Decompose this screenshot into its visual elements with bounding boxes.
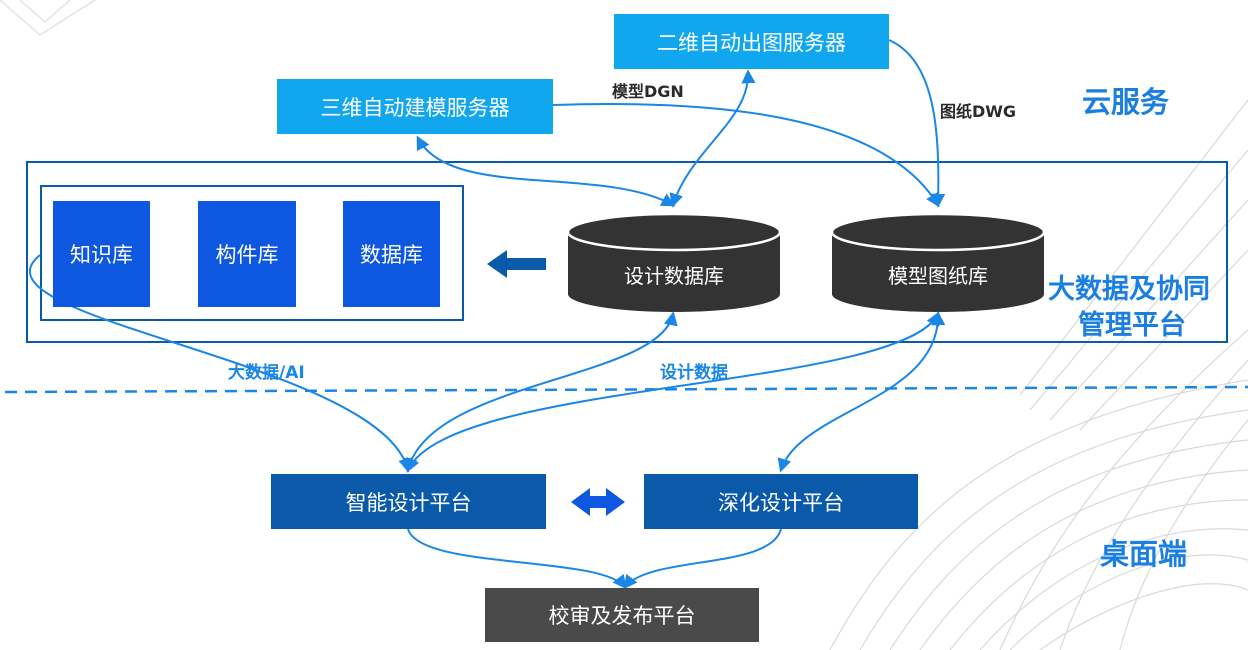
bigdata-platform-label-line2: 管理平台 <box>1078 310 1186 341</box>
review-publish-platform[interactable]: 校审及发布平台 <box>485 588 759 642</box>
bigdata-platform-label-line1: 大数据及协同 <box>1048 274 1210 305</box>
model-database-cylinder <box>830 212 1046 312</box>
desktop-label: 桌面端 <box>1100 537 1188 571</box>
smart-design-platform-label: 智能设计平台 <box>345 490 472 515</box>
knowledge-base-box[interactable]: 知识库 <box>53 201 150 307</box>
dwg-label: 图纸DWG <box>940 102 1017 121</box>
corner-decoration <box>0 0 96 36</box>
model-database-label: 模型图纸库 <box>888 264 988 288</box>
dgn-label: 模型DGN <box>612 82 684 101</box>
deep-design-platform-label: 深化设计平台 <box>718 490 844 515</box>
component-library-box[interactable]: 构件库 <box>198 201 296 307</box>
3d-modeling-server-label: 三维自动建模服务器 <box>320 95 510 120</box>
design-database-label: 设计数据库 <box>624 264 724 288</box>
cloud-desktop-divider <box>4 385 1248 394</box>
background-decoration <box>829 99 1248 650</box>
left-arrow-icon <box>487 250 546 278</box>
review-publish-platform-label: 校审及发布平台 <box>548 604 696 628</box>
database-label: 数据库 <box>360 243 423 267</box>
connections <box>29 39 946 590</box>
library-group-frame <box>40 185 464 321</box>
component-library-label: 构件库 <box>215 243 279 267</box>
double-arrow-icon <box>571 488 625 516</box>
bigdata-ai-label: 大数据/AI <box>228 363 305 383</box>
database-box[interactable]: 数据库 <box>343 201 440 307</box>
knowledge-base-label: 知识库 <box>70 243 133 267</box>
3d-modeling-server[interactable]: 三维自动建模服务器 <box>277 79 553 134</box>
deep-design-platform[interactable]: 深化设计平台 <box>644 474 918 529</box>
2d-drawing-server[interactable]: 二维自动出图服务器 <box>614 14 889 69</box>
design-database-cylinder <box>566 212 782 312</box>
smart-design-platform[interactable]: 智能设计平台 <box>271 474 546 529</box>
design-data-label: 设计数据 <box>660 363 728 383</box>
2d-drawing-server-label: 二维自动出图服务器 <box>657 30 846 55</box>
cloud-service-label: 云服务 <box>1082 85 1170 119</box>
